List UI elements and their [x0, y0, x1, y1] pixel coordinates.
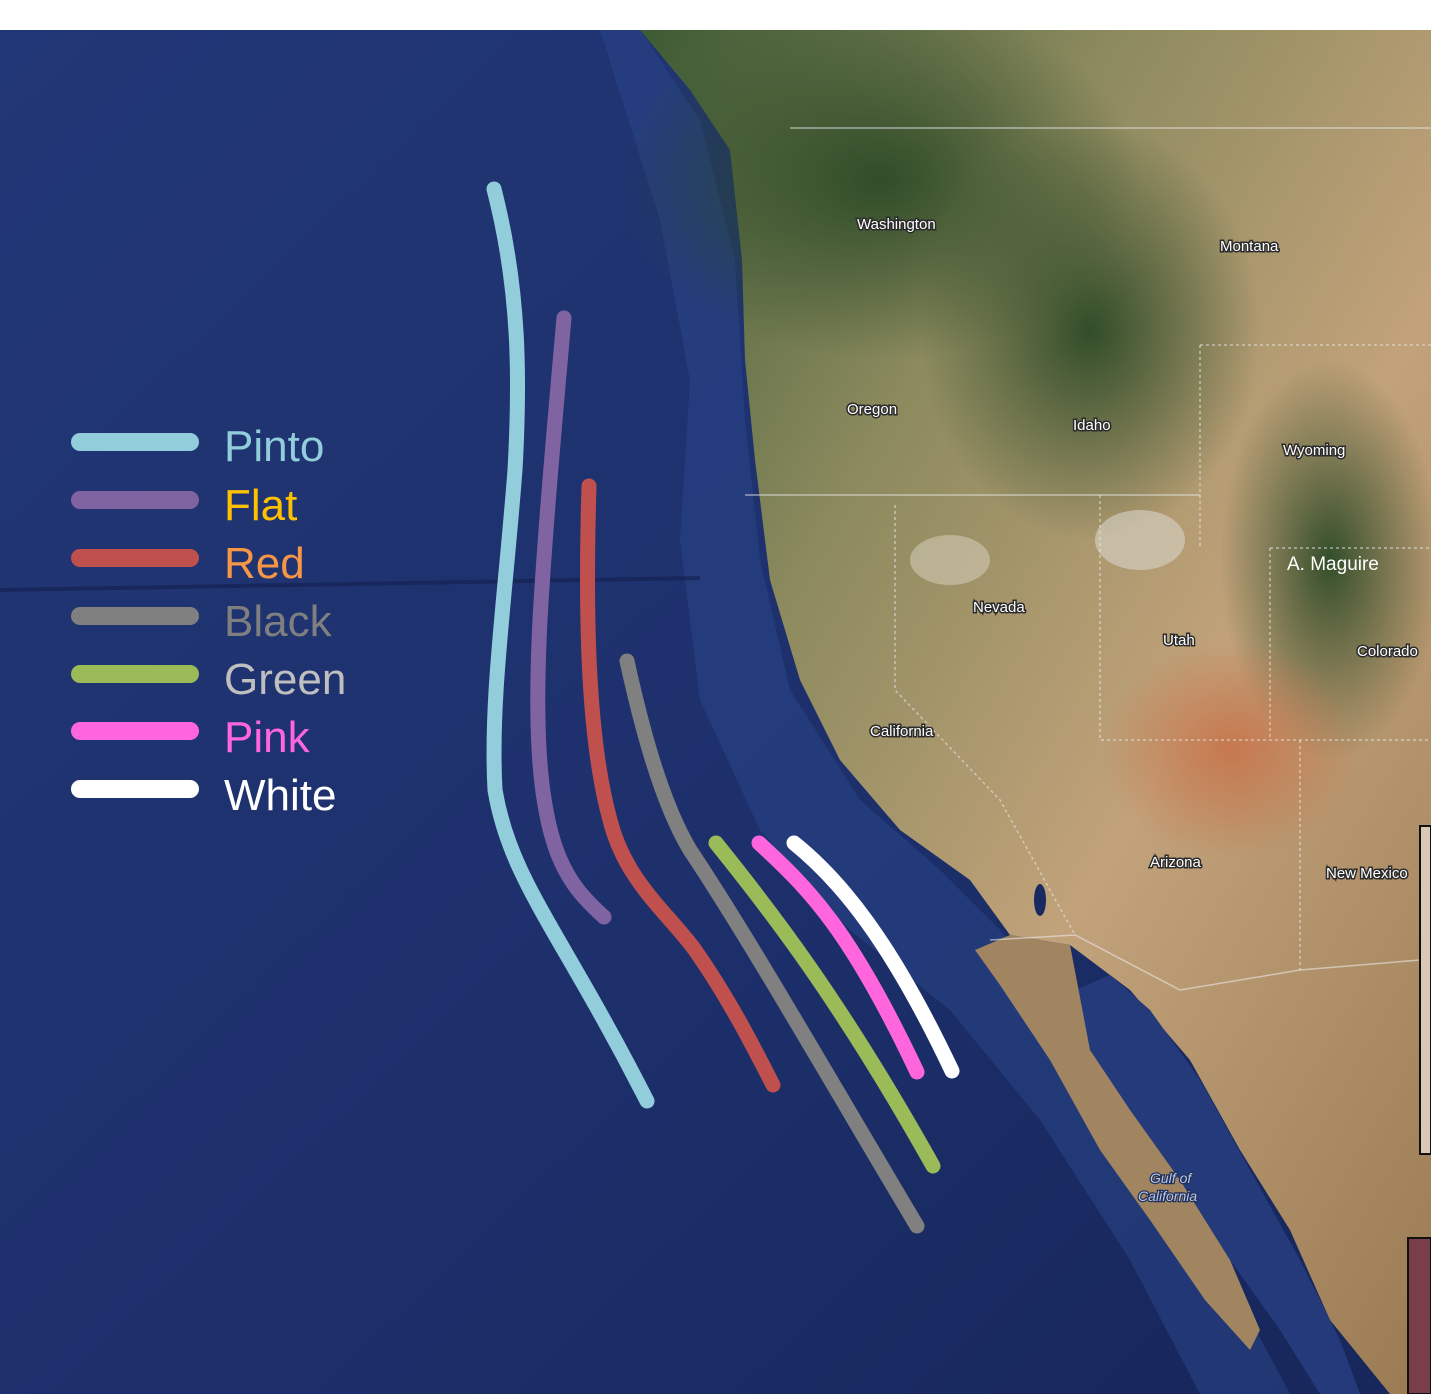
gulf-label-line2: California — [1138, 1188, 1197, 1204]
legend-label-black: Black — [224, 597, 333, 646]
salt-flat — [1095, 510, 1185, 570]
range-line-pink — [751, 835, 925, 1080]
gulf-of-california — [1075, 975, 1360, 1394]
range-lines — [486, 181, 960, 1234]
state-label-wyoming: Wyoming — [1283, 442, 1345, 459]
legend-label-white: White — [224, 771, 336, 820]
legend-label-pink: Pink — [224, 713, 311, 762]
range-line-green — [708, 835, 941, 1174]
legend-label-green: Green — [224, 655, 346, 704]
state-label-idaho: Idaho — [1073, 417, 1111, 434]
state-label-nevada: Nevada — [973, 599, 1025, 616]
state-label-arizona: Arizona — [1150, 854, 1202, 871]
state-label-washington: Washington — [857, 216, 936, 233]
forest-region — [920, 120, 1260, 540]
baja-peninsula — [975, 935, 1260, 1350]
legend-label-red: Red — [224, 539, 305, 588]
red-rock-region — [1100, 640, 1360, 860]
range-line-white — [786, 835, 960, 1079]
range-line-flat — [530, 310, 612, 925]
inset-photo — [1407, 1237, 1431, 1394]
range-line-black — [619, 653, 925, 1234]
gulf-label-line1: Gulf of — [1150, 1170, 1193, 1186]
state-label-utah: Utah — [1163, 632, 1195, 649]
state-label-new-mexico: New Mexico — [1326, 865, 1408, 882]
border-lines — [745, 127, 1431, 991]
range-line-red — [580, 478, 781, 1093]
state-label-california: California — [870, 723, 934, 740]
range-line-pinto — [486, 181, 655, 1109]
inset-photo — [1419, 825, 1431, 1155]
state-label-montana: Montana — [1220, 238, 1279, 255]
credit-text: A. Maguire — [1287, 554, 1379, 575]
state-label-oregon: Oregon — [847, 401, 897, 418]
legend-label-flat: Flat — [224, 481, 297, 530]
map-canvas: Washington Montana Oregon Idaho Wyoming … — [0, 30, 1431, 1394]
lake — [1034, 884, 1046, 916]
legend-label-pinto: Pinto — [224, 422, 324, 471]
salt-flat — [910, 535, 990, 585]
legend: Pinto Flat Red Black Green Pink White — [71, 422, 346, 820]
state-labels: Washington Montana Oregon Idaho Wyoming … — [846, 215, 1420, 884]
state-label-colorado: Colorado — [1357, 643, 1418, 660]
